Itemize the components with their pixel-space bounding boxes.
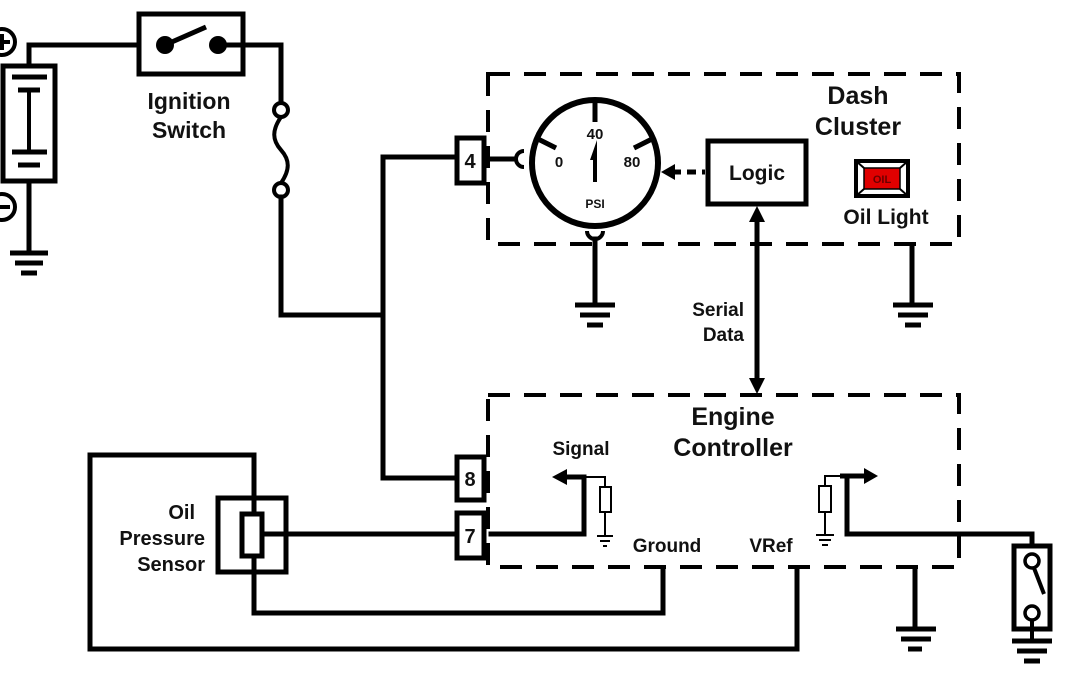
oil-pressure-gauge: 40 0 80 PSI xyxy=(529,97,661,229)
dash-cluster-title-line1: Dash xyxy=(827,82,888,110)
engine-controller-boundary xyxy=(486,393,961,569)
ground-icon xyxy=(597,535,613,547)
wire-vref xyxy=(87,452,800,652)
pull-down-resistor-icon xyxy=(599,486,612,513)
dash-cluster-title-line2: Cluster xyxy=(815,113,901,141)
arrow-down-icon xyxy=(749,378,765,394)
gauge-tick-0: 0 xyxy=(555,154,563,171)
negative-terminal-icon xyxy=(0,192,17,222)
pull-up-resistor-icon xyxy=(818,485,832,513)
ground-icon xyxy=(893,302,933,328)
wire-switch-input xyxy=(844,473,1035,551)
gauge-power-socket-icon xyxy=(514,149,525,169)
ignition-switch-label-line2: Switch xyxy=(152,117,226,143)
ground-icon xyxy=(896,626,936,652)
battery xyxy=(0,27,58,222)
arrow-up-icon xyxy=(749,206,765,222)
pin-7-label: 7 xyxy=(464,526,475,548)
pull-down-lead xyxy=(584,476,606,487)
positive-terminal-icon xyxy=(0,27,17,57)
ignition-switch-label-line1: Ignition xyxy=(147,88,230,114)
pin-4-label: 4 xyxy=(464,151,476,173)
wire-signal xyxy=(488,474,587,537)
oil-pressure-switch xyxy=(1011,543,1053,640)
ignition-switch xyxy=(136,11,246,77)
oil-lamp-icon xyxy=(863,167,901,190)
connector-pin-4: 4 xyxy=(454,135,487,186)
arrow-left-icon xyxy=(661,164,675,180)
sensor-label-line1: Oil xyxy=(168,502,195,524)
wire-ignition-bus xyxy=(380,154,460,481)
dash-cluster-boundary xyxy=(486,72,961,246)
fuse-icon xyxy=(272,101,290,199)
oil-light-label: Oil Light xyxy=(843,206,928,229)
wire-fuse-to-bus xyxy=(278,194,386,318)
signal-label: Signal xyxy=(552,439,609,460)
engine-controller-title-line2: Controller xyxy=(673,434,793,462)
engine-controller-title-line1: Engine xyxy=(691,403,774,431)
sensor-resistor-icon xyxy=(239,511,265,559)
arrow-right-icon xyxy=(864,468,878,484)
gauge-tick-40: 40 xyxy=(587,126,604,143)
gauge-tick-80: 80 xyxy=(624,154,641,171)
arrow-left-icon xyxy=(552,469,567,485)
serial-data-label-line2: Data xyxy=(703,325,745,346)
gauge-unit-label: PSI xyxy=(585,197,604,211)
ground-icon xyxy=(1012,638,1052,664)
serial-data-link xyxy=(749,206,765,394)
oil-lamp-text: OIL xyxy=(873,174,892,186)
sensor-label-line3: Sensor xyxy=(137,554,205,576)
wire-switch-to-fuse xyxy=(215,42,284,106)
pin-8-label: 8 xyxy=(464,469,475,491)
ground-icon xyxy=(816,534,834,546)
ground-icon xyxy=(10,250,48,276)
wire-sensor-ground xyxy=(251,552,666,616)
ground-label: Ground xyxy=(633,536,702,557)
pull-up-lead xyxy=(824,475,845,486)
oil-warning-light: OIL xyxy=(854,159,910,198)
connector-pin-8: 8 xyxy=(454,454,487,503)
ground-icon xyxy=(575,302,615,328)
logic-label: Logic xyxy=(729,162,785,185)
sensor-label-line2: Pressure xyxy=(119,528,205,550)
logic-module: Logic xyxy=(705,138,809,207)
serial-data-label-line1: Serial xyxy=(692,300,744,321)
oil-pressure-sensor xyxy=(215,495,289,575)
vref-label: VRef xyxy=(749,536,793,557)
connector-pin-7: 7 xyxy=(454,510,487,561)
